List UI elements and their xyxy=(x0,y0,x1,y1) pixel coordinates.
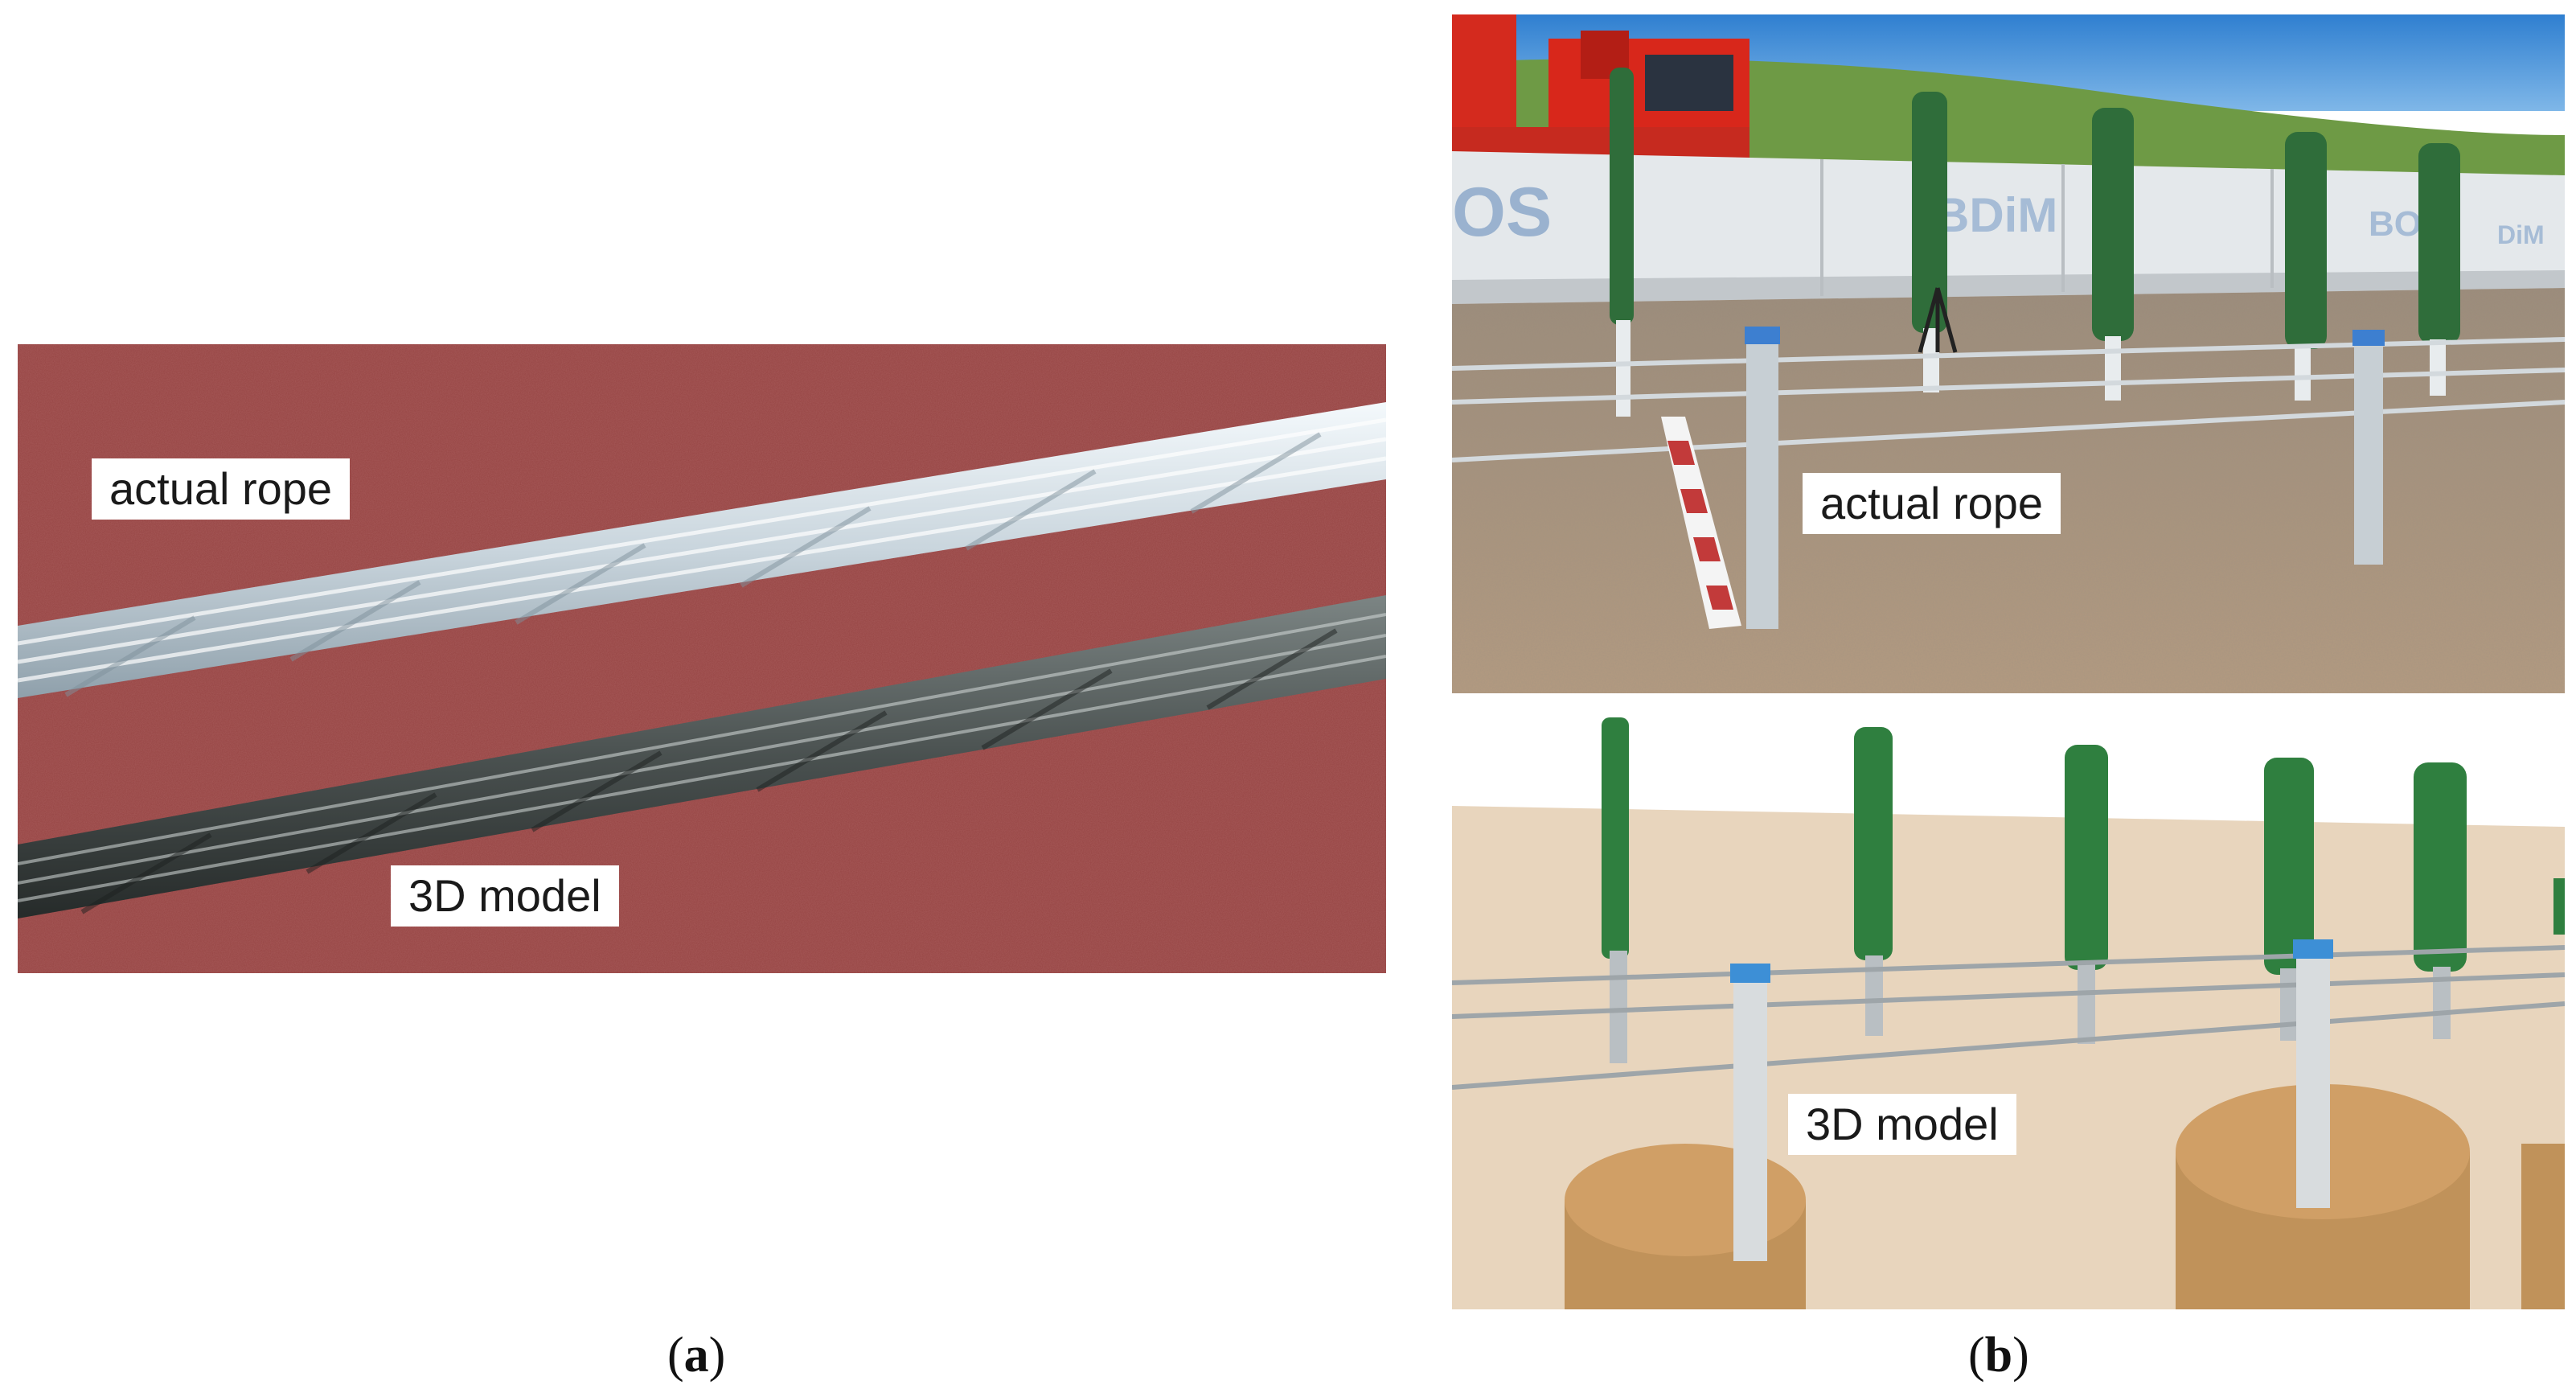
actual-rope-wires xyxy=(18,417,1386,683)
caption-b-letter: b xyxy=(1984,1328,2013,1383)
3d-model-label-render: 3D model xyxy=(1788,1094,2016,1155)
actual-rope-label-photo: actual rope xyxy=(1803,473,2061,534)
actual-rope-label: actual rope xyxy=(92,458,351,520)
sign-text-left: OS xyxy=(1452,174,1552,251)
model-grey-post-left xyxy=(1733,975,1767,1261)
striped-board xyxy=(1661,417,1741,629)
sign-text-center: BDiM xyxy=(1934,188,2057,242)
grey-post-front xyxy=(1746,336,1778,629)
camera-tripod xyxy=(1918,287,1958,353)
panel-b-model: 3D model xyxy=(1452,709,2565,1309)
caption-b: (b) xyxy=(1968,1328,2029,1383)
grey-post-right xyxy=(2354,339,2383,565)
sign-text-far-right: DiM xyxy=(2497,220,2545,249)
panel-b-photo: OS BDiM BOS DiM xyxy=(1452,14,2565,693)
caption-a-letter: a xyxy=(683,1328,709,1383)
model-green-posts xyxy=(1602,717,2565,975)
green-posts xyxy=(1610,68,2460,349)
model-rope-wires xyxy=(18,613,1386,902)
3d-model-label: 3D model xyxy=(391,865,619,927)
test-site-photo: OS BDiM BOS DiM xyxy=(1452,14,2565,693)
rope-comparison-render xyxy=(18,344,1386,973)
model-ropes xyxy=(1452,945,2565,1090)
panel-a-image: actual rope 3D model xyxy=(18,344,1386,973)
model-grey-post-right xyxy=(2296,951,2330,1208)
caption-a: (a) xyxy=(667,1328,726,1383)
barrier-3d-model xyxy=(1452,709,2565,1309)
